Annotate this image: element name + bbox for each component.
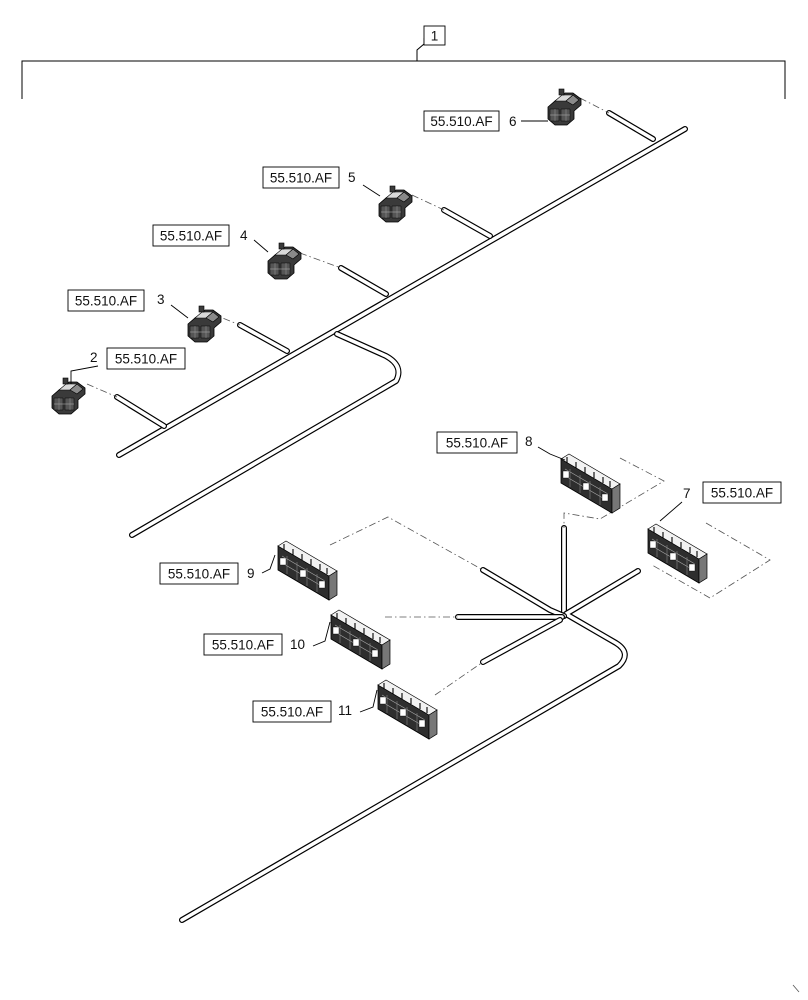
callout-10-number: 10 — [290, 637, 305, 652]
leader-lines — [70, 120, 683, 713]
connector-2[interactable] — [51, 377, 86, 415]
callout-7[interactable]: 7 55.510.AF — [683, 481, 782, 504]
callout-9-ref: 55.510.AF — [168, 567, 230, 582]
callout-3-ref: 55.510.AF — [75, 294, 137, 309]
connector-11[interactable] — [377, 679, 438, 740]
connector-3[interactable] — [187, 305, 222, 343]
connector-7[interactable] — [647, 523, 708, 584]
connector-9[interactable] — [277, 540, 338, 601]
callout-1-number: 1 — [431, 29, 439, 44]
callout-6-ref: 55.510.AF — [430, 114, 492, 129]
callout-2-number: 2 — [90, 350, 98, 365]
callout-7-ref: 55.510.AF — [711, 486, 773, 501]
assembly-bracket — [21, 38, 786, 99]
callout-2-ref: 55.510.AF — [115, 352, 177, 367]
callout-4-ref: 55.510.AF — [160, 229, 222, 244]
callout-5-number: 5 — [348, 170, 356, 185]
callout-11-ref: 55.510.AF — [261, 705, 323, 720]
callout-5[interactable]: 55.510.AF 5 — [262, 166, 356, 189]
callout-6-number: 6 — [509, 114, 517, 129]
callout-11-number: 11 — [338, 703, 352, 718]
connector-5[interactable] — [378, 185, 413, 223]
callout-9[interactable]: 55.510.AF 9 — [159, 562, 255, 585]
callout-3-number: 3 — [157, 292, 165, 307]
callout-5-ref: 55.510.AF — [270, 171, 332, 186]
callout-10[interactable]: 55.510.AF 10 — [203, 633, 305, 656]
callout-10-ref: 55.510.AF — [212, 638, 274, 653]
callout-11[interactable]: 55.510.AF 11 — [252, 700, 352, 723]
callout-6[interactable]: 55.510.AF 6 — [423, 110, 517, 132]
callout-4[interactable]: 55.510.AF 4 — [152, 224, 248, 247]
connector-8[interactable] — [560, 453, 621, 514]
upper-harness — [114, 110, 688, 538]
callout-8[interactable]: 55.510.AF 8 — [436, 431, 533, 454]
callout-4-number: 4 — [240, 228, 248, 243]
connection-lines — [86, 97, 771, 696]
corner-mark — [792, 984, 800, 993]
lower-harness — [179, 525, 641, 923]
callout-8-ref: 55.510.AF — [446, 436, 508, 451]
connector-10[interactable] — [330, 609, 391, 670]
callout-2[interactable]: 2 55.510.AF — [90, 347, 186, 370]
connector-6[interactable] — [547, 88, 582, 126]
callout-9-number: 9 — [247, 566, 255, 581]
callout-7-number: 7 — [683, 486, 691, 501]
connector-4[interactable] — [267, 242, 302, 280]
callout-3[interactable]: 55.510.AF 3 — [67, 289, 165, 312]
callout-8-number: 8 — [525, 434, 533, 449]
callout-1[interactable]: 1 — [423, 25, 446, 46]
